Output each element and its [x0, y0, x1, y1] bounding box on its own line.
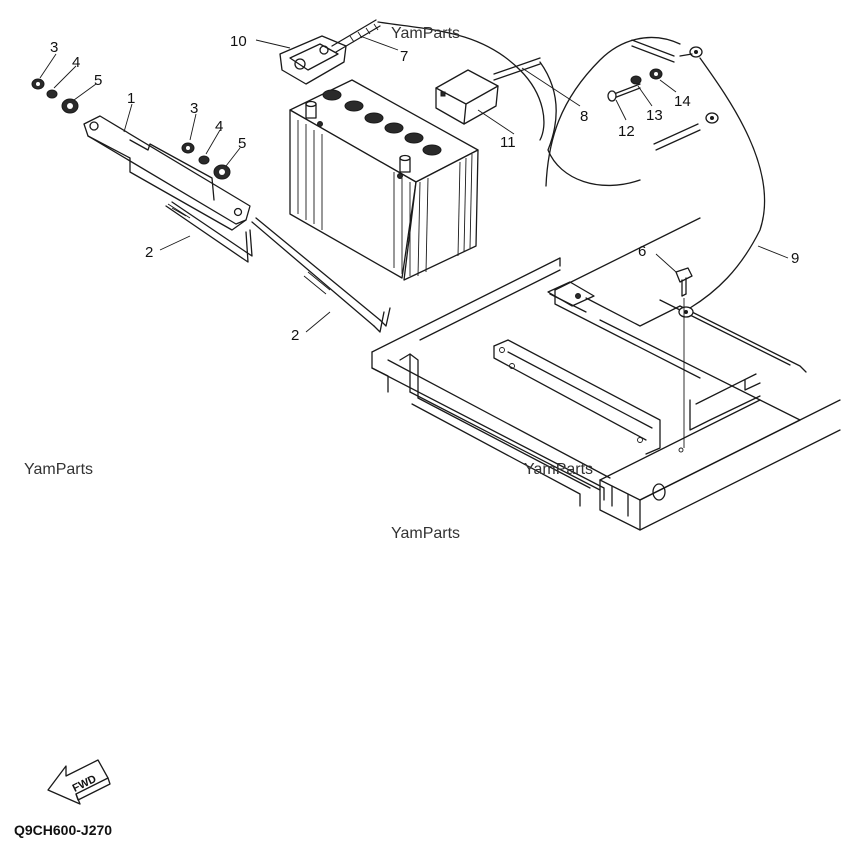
watermark-left: YamParts	[24, 461, 93, 478]
battery-bracket	[83, 115, 251, 231]
callout-10: 10	[230, 33, 247, 50]
watermark-bottom: YamParts	[391, 525, 460, 542]
bolt-nut-washer-set	[607, 68, 663, 102]
callout-5-left: 5	[94, 72, 102, 89]
watermarks: YamParts YamParts YamParts YamParts	[24, 25, 593, 542]
watermark-top: YamParts	[391, 25, 460, 42]
callout-11: 11	[500, 134, 516, 151]
callout-3-left: 3	[50, 39, 58, 56]
battery-rod-left	[165, 201, 253, 263]
terminal-cover	[279, 35, 347, 85]
nut-washer-set-right	[181, 142, 231, 180]
battery-terminal-negative	[305, 100, 323, 127]
callout-2-right: 2	[291, 327, 299, 344]
callout-14: 14	[674, 93, 691, 110]
battery-terminal-positive	[397, 154, 411, 179]
battery-rod-right	[251, 217, 391, 333]
battery	[289, 79, 479, 281]
callout-13: 13	[646, 107, 663, 124]
figure-code: Q9CH600-J270	[14, 822, 112, 838]
forward-arrow-icon: FWD	[47, 759, 111, 805]
callout-3-right: 3	[190, 100, 198, 117]
ground-bolt	[675, 267, 693, 448]
battery-cell-caps	[322, 89, 442, 156]
ground-cable	[631, 39, 766, 318]
negative-cable	[331, 19, 545, 141]
nut-washer-set-left	[31, 78, 79, 114]
positive-cable	[493, 36, 681, 187]
leader-lines	[39, 35, 789, 333]
callout-4-left: 4	[72, 54, 80, 71]
callout-labels: 1 2 2 3 3 4 4 5 5 6 7 8 9 10 11 12 13 14	[50, 33, 799, 344]
watermark-mid: YamParts	[524, 461, 593, 478]
callout-1: 1	[127, 90, 135, 107]
callout-7: 7	[400, 48, 408, 65]
callout-6: 6	[638, 243, 646, 260]
callout-2-left: 2	[145, 244, 153, 261]
callout-8: 8	[580, 108, 588, 125]
frame-chassis	[371, 217, 841, 531]
callout-5-right: 5	[238, 135, 246, 152]
terminal-boot	[435, 69, 499, 125]
callout-12: 12	[618, 123, 635, 140]
callout-4-right: 4	[215, 118, 223, 135]
callout-9: 9	[791, 250, 799, 267]
